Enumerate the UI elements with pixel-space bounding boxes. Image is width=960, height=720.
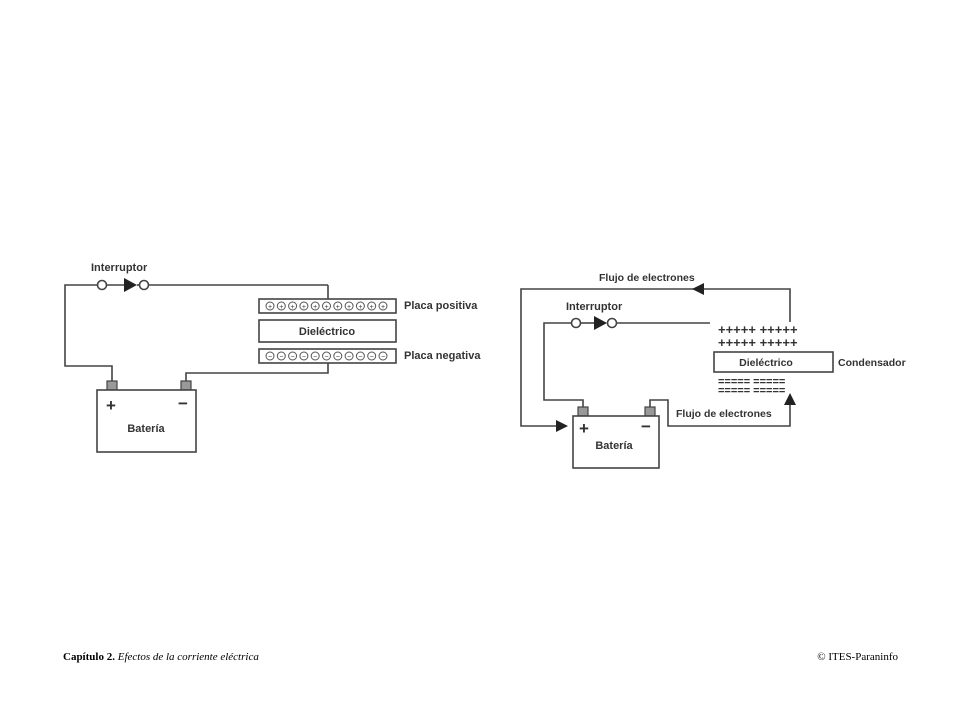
right-bottom-wire [672, 405, 791, 427]
left-circuit: Interruptor + + + + + + + + + + + Placa positiva D… [64, 262, 481, 453]
footer-chapter: Capítulo 2. [63, 651, 115, 663]
negative-charge-symbol: − [347, 354, 351, 361]
switch-terminal-left [96, 279, 108, 291]
left-battery-negative-terminal [180, 380, 192, 391]
negative-charge-symbol: − [302, 354, 306, 361]
footer-copyright: © ITES-Paraninfo [817, 651, 898, 663]
right-circuit: Flujo de electrones Interruptor +++++ ++… [520, 272, 906, 469]
right-battery-negative-terminal [644, 406, 656, 417]
left-dielectric-label: Dieléctrico [299, 326, 356, 338]
right-battery [572, 415, 660, 469]
positive-charges-row1: +++++ +++++ [718, 322, 798, 337]
left-battery-positive-terminal [106, 380, 118, 391]
negative-charge-symbol: − [279, 354, 283, 361]
negative-charge [367, 351, 377, 361]
negative-charge-symbol: − [370, 354, 374, 361]
right-dielectric-label: Dieléctrico [739, 357, 793, 369]
negative-charges-row2: ===== ===== [718, 385, 785, 397]
negative-charge [322, 351, 331, 361]
battery-entry-arrow-icon [556, 420, 568, 432]
negative-charge-symbol: − [358, 354, 362, 361]
negative-charge [265, 351, 275, 361]
left-wire-loop [64, 284, 113, 381]
left-battery-minus: − [178, 394, 188, 413]
left-battery-plus: + [106, 396, 116, 415]
positive-charge [333, 301, 343, 311]
positive-charge [378, 301, 388, 311]
positive-charge [299, 301, 309, 311]
left-battery-label: Batería [127, 423, 165, 435]
positive-charge [355, 301, 365, 311]
positive-charge [276, 301, 286, 311]
negative-charge-symbol: − [291, 354, 295, 361]
positive-charge-symbol: + [336, 304, 340, 311]
positive-charge-symbol: + [302, 304, 306, 311]
switch-terminal-right [138, 279, 150, 291]
negative-charge [344, 351, 354, 361]
negative-charge [310, 351, 320, 361]
right-battery-minus: − [641, 417, 651, 436]
footer-subtitle: Efectos de la corriente eléctrica [117, 651, 259, 663]
positive-charge-symbol: + [279, 304, 283, 311]
right-dielectric [713, 351, 834, 373]
positive-charge-symbol: + [268, 304, 272, 311]
positive-charge-symbol: + [347, 304, 351, 311]
positive-charge [265, 301, 275, 311]
positive-charge [367, 301, 377, 311]
right-battery-positive-terminal [577, 406, 589, 417]
negative-charge-symbol: − [324, 354, 328, 361]
positive-charge-symbol: + [370, 304, 374, 311]
right-battery-plus: + [579, 419, 589, 438]
negative-charge [378, 351, 388, 361]
negative-charge [355, 351, 365, 361]
positive-charge-symbol: + [313, 304, 317, 311]
capacitor-label: Condensador [838, 357, 906, 369]
positive-plate-charges: + + + + + + + + + + + [265, 301, 388, 311]
positive-charge-symbol: + [358, 304, 362, 311]
left-wire-negative [185, 363, 329, 381]
positive-charge-symbol: + [291, 304, 295, 311]
negative-charge-symbol: − [336, 354, 340, 361]
footer-caption: Capítulo 2. Efectos de la corriente eléc… [63, 651, 259, 663]
bottom-flow-arrow-icon [784, 393, 796, 405]
negative-charge-symbol: − [268, 354, 272, 361]
positive-charge-symbol: + [324, 304, 328, 311]
negative-plate-label: Placa negativa [404, 350, 481, 362]
right-switch-terminal-right [606, 317, 618, 329]
positive-charge [322, 301, 331, 311]
right-switch-terminal-left [570, 317, 582, 329]
negative-charge [299, 351, 309, 361]
left-dielectric [258, 319, 397, 343]
top-flow-label: Flujo de electrones [599, 272, 695, 284]
negative-charge [288, 351, 298, 361]
negative-charge [333, 351, 343, 361]
positive-charge-symbol: + [381, 304, 385, 311]
negative-plate-charges: −−−−−−−−−−− [265, 351, 388, 361]
right-switch-wire-left [543, 322, 584, 407]
negative-charges-row1: ===== ===== [718, 376, 785, 388]
positive-charge [288, 301, 298, 311]
negative-charge [276, 351, 286, 361]
positive-charges-row2: +++++ +++++ [718, 335, 798, 350]
right-negative-lead [649, 399, 672, 427]
negative-charge-symbol: − [313, 354, 317, 361]
positive-charge [344, 301, 354, 311]
switch-arrow-icon [124, 278, 137, 292]
left-switch-label: Interruptor [91, 262, 148, 274]
positive-plate-label: Placa positiva [404, 300, 478, 312]
negative-charge-symbol: − [381, 354, 385, 361]
left-battery [96, 389, 197, 453]
right-battery-label: Batería [595, 440, 633, 452]
positive-charge [310, 301, 320, 311]
right-switch-arrow-icon [594, 316, 607, 330]
top-flow-arrow-icon [692, 283, 704, 295]
right-switch-label: Interruptor [566, 301, 623, 313]
bottom-flow-label: Flujo de electrones [676, 408, 772, 420]
right-outer-wire [520, 288, 791, 427]
